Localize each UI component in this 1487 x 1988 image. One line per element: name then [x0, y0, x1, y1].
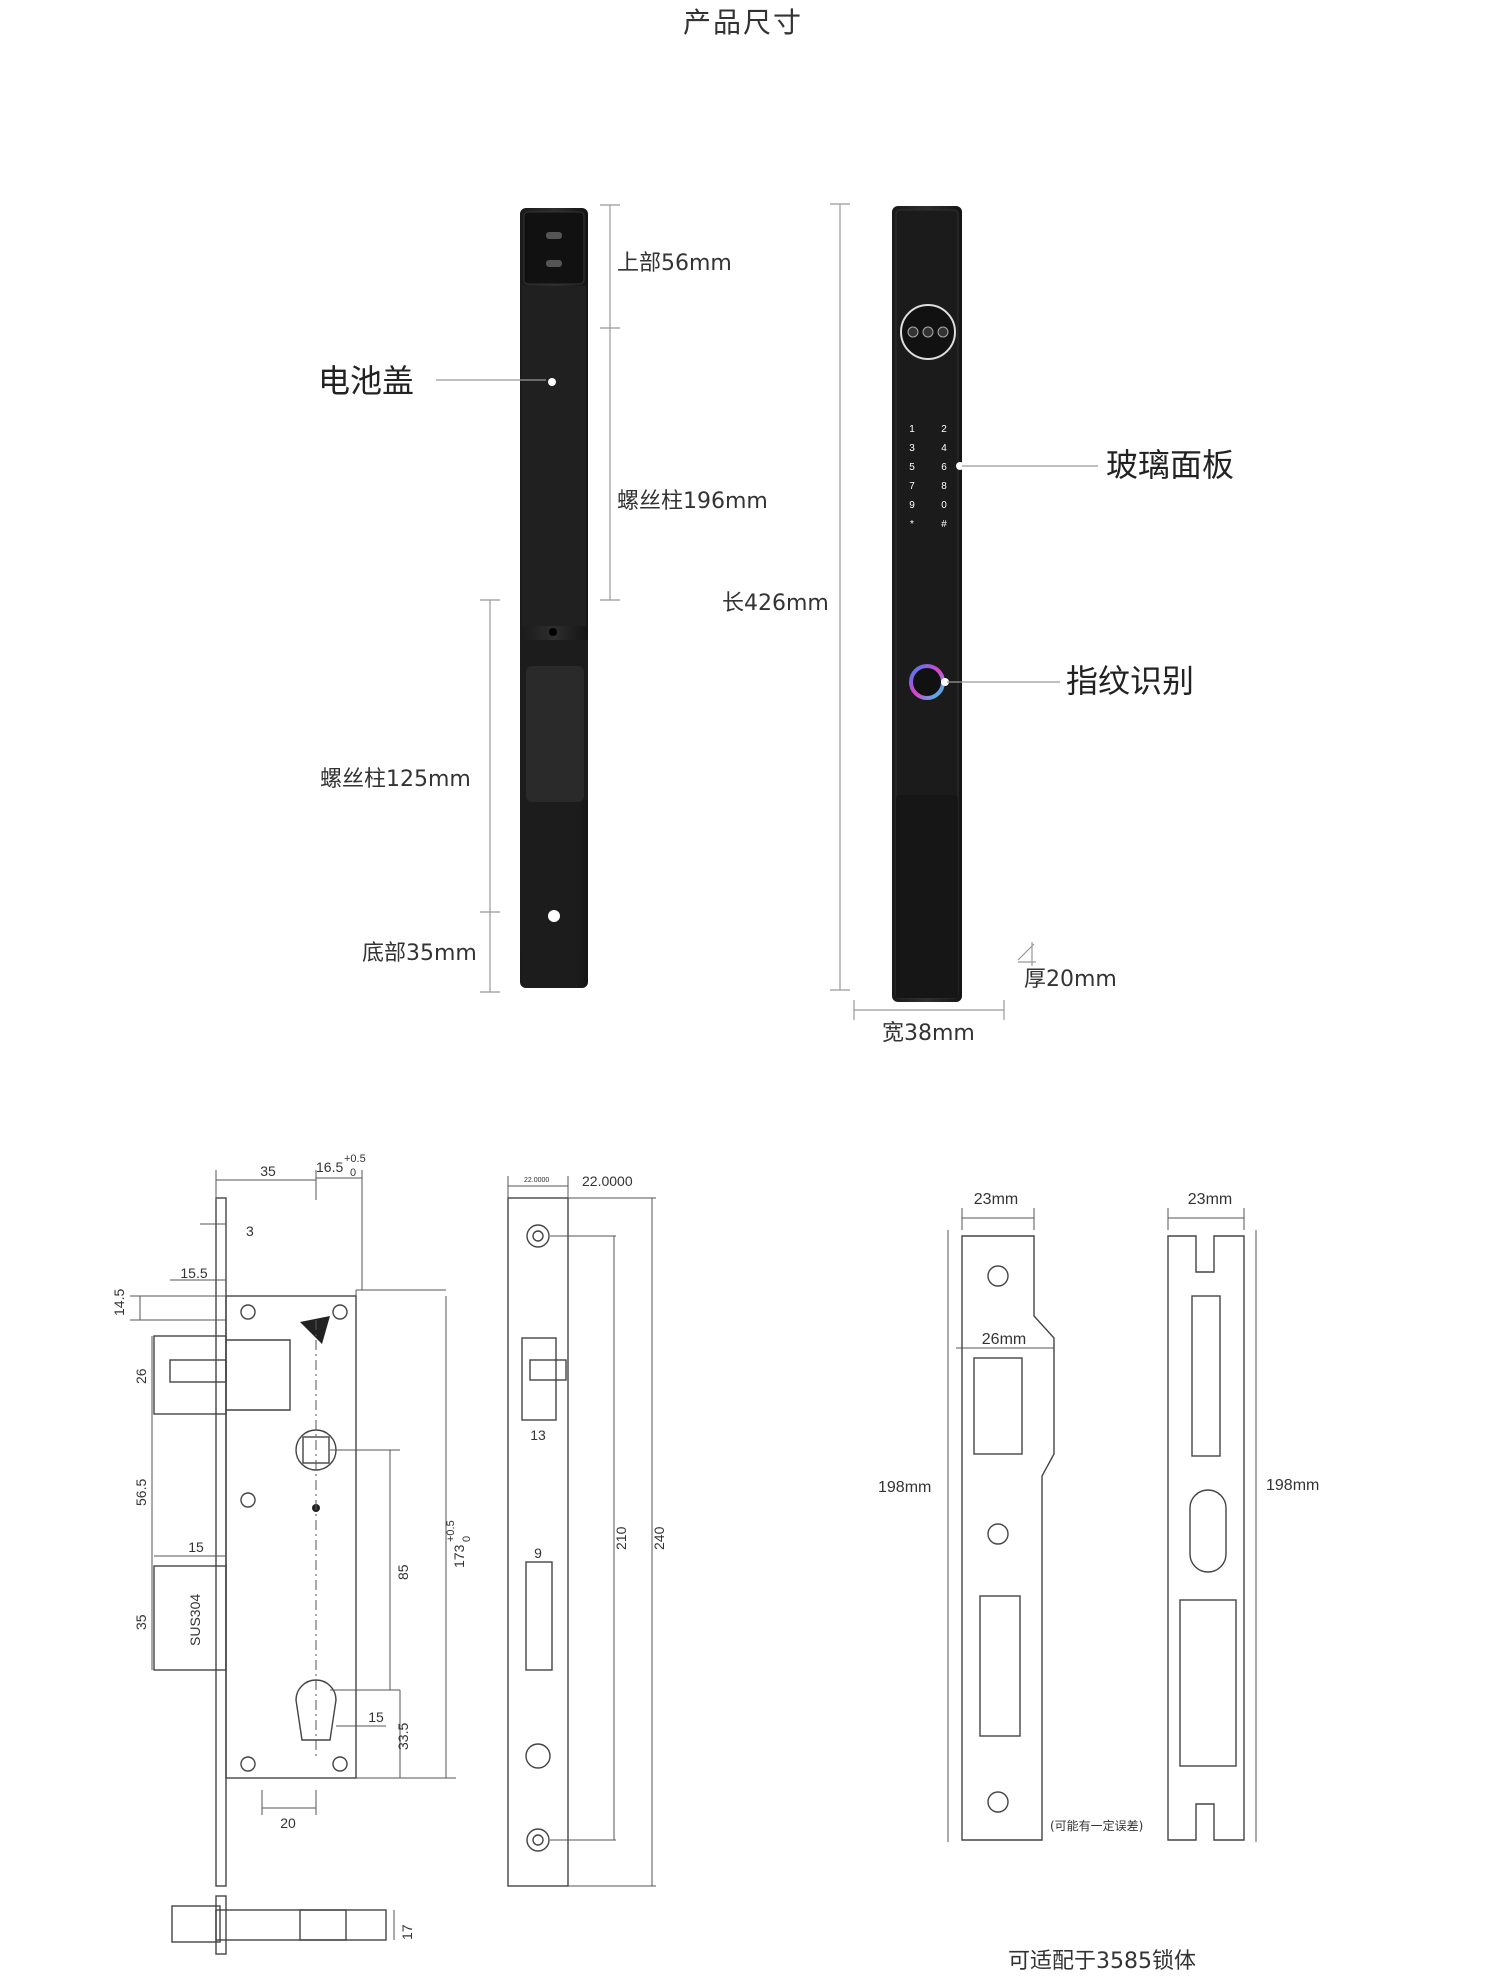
svg-text:85: 85 — [395, 1564, 411, 1580]
svg-text:4: 4 — [941, 443, 947, 454]
svg-text:0: 0 — [461, 1536, 473, 1542]
svg-text:22.0000: 22.0000 — [524, 1177, 549, 1184]
svg-text:16.5: 16.5 — [316, 1159, 343, 1175]
svg-text:0: 0 — [941, 500, 947, 511]
svg-text:3: 3 — [909, 443, 915, 454]
svg-text:9: 9 — [534, 1545, 542, 1561]
fingerprint-sensor — [909, 664, 945, 700]
svg-text:6: 6 — [941, 462, 947, 473]
svg-text:0: 0 — [350, 1167, 356, 1179]
svg-text:198mm: 198mm — [878, 1479, 931, 1496]
svg-text:33.5: 33.5 — [395, 1723, 411, 1750]
battery-cover-label: 电池盖 — [318, 362, 414, 400]
fingerprint-label: 指纹识别 — [1066, 662, 1194, 700]
front-view: 1 3 5 7 9 * 2 4 6 8 0 # — [830, 203, 1098, 1020]
svg-text:13: 13 — [530, 1427, 546, 1443]
svg-text:15: 15 — [188, 1539, 204, 1555]
keypad: 1 3 5 7 9 * 2 4 6 8 0 # — [909, 424, 947, 530]
svg-text:2: 2 — [941, 424, 947, 435]
svg-text:14.5: 14.5 — [111, 1289, 127, 1316]
svg-text:35: 35 — [133, 1614, 149, 1630]
svg-text:+0.5: +0.5 — [445, 1520, 457, 1542]
svg-text:173: 173 — [451, 1544, 467, 1568]
svg-text:17: 17 — [399, 1924, 415, 1940]
svg-text:22.0000: 22.0000 — [582, 1173, 633, 1189]
battery-cover-area — [522, 286, 586, 626]
svg-text:23mm: 23mm — [1188, 1191, 1232, 1208]
faceplate-drawing — [507, 1176, 656, 1887]
lock-front-plate — [215, 1197, 227, 1887]
svg-text:#: # — [941, 519, 947, 530]
svg-text:3: 3 — [246, 1223, 254, 1239]
svg-text:15: 15 — [368, 1709, 384, 1725]
screw-post-196-label: 螺丝柱196mm — [617, 489, 768, 514]
svg-text:+0.5: +0.5 — [344, 1153, 366, 1165]
length-label: 长426mm — [722, 591, 829, 616]
screw-post-125-label: 螺丝柱125mm — [320, 767, 471, 792]
svg-text:9: 9 — [909, 500, 915, 511]
back-view — [436, 204, 620, 993]
width-label: 宽38mm — [882, 1021, 975, 1046]
tolerance-note: (可能有一定误差) — [1050, 1818, 1143, 1833]
svg-text:15.5: 15.5 — [180, 1265, 207, 1281]
lock-case — [225, 1295, 357, 1779]
svg-text:210: 210 — [613, 1526, 629, 1550]
top-dim-label: 上部56mm — [617, 251, 732, 276]
strike-plate-left — [947, 1208, 1055, 1842]
bottom-dim-label: 底部35mm — [362, 941, 477, 966]
svg-text:*: * — [910, 519, 914, 530]
strike-plate-right — [1167, 1208, 1257, 1842]
svg-text:23mm: 23mm — [974, 1191, 1018, 1208]
svg-text:20: 20 — [280, 1815, 296, 1831]
svg-text:198mm: 198mm — [1266, 1477, 1319, 1494]
battery-dot — [548, 378, 556, 386]
compatibility-label: 可适配于3585锁体 — [1008, 1949, 1196, 1974]
svg-text:8: 8 — [941, 481, 947, 492]
svg-text:5: 5 — [909, 462, 915, 473]
top-cap — [523, 211, 585, 285]
lock-body-drawing — [130, 1170, 456, 1955]
svg-text:26: 26 — [133, 1368, 149, 1384]
thickness-label: 厚20mm — [1024, 967, 1117, 992]
svg-text:56.5: 56.5 — [133, 1479, 149, 1506]
svg-text:1: 1 — [909, 424, 915, 435]
svg-text:240: 240 — [651, 1526, 667, 1550]
bottom-screw-hole — [548, 910, 560, 922]
faceplate-outline — [507, 1197, 569, 1887]
svg-text:7: 7 — [909, 481, 915, 492]
page-title: 产品尺寸 — [683, 6, 803, 39]
handle-block — [526, 666, 584, 802]
svg-text:26mm: 26mm — [982, 1331, 1026, 1348]
glass-panel-label: 玻璃面板 — [1106, 446, 1234, 484]
svg-text:35: 35 — [260, 1163, 276, 1179]
svg-text:SUS304: SUS304 — [187, 1594, 203, 1646]
